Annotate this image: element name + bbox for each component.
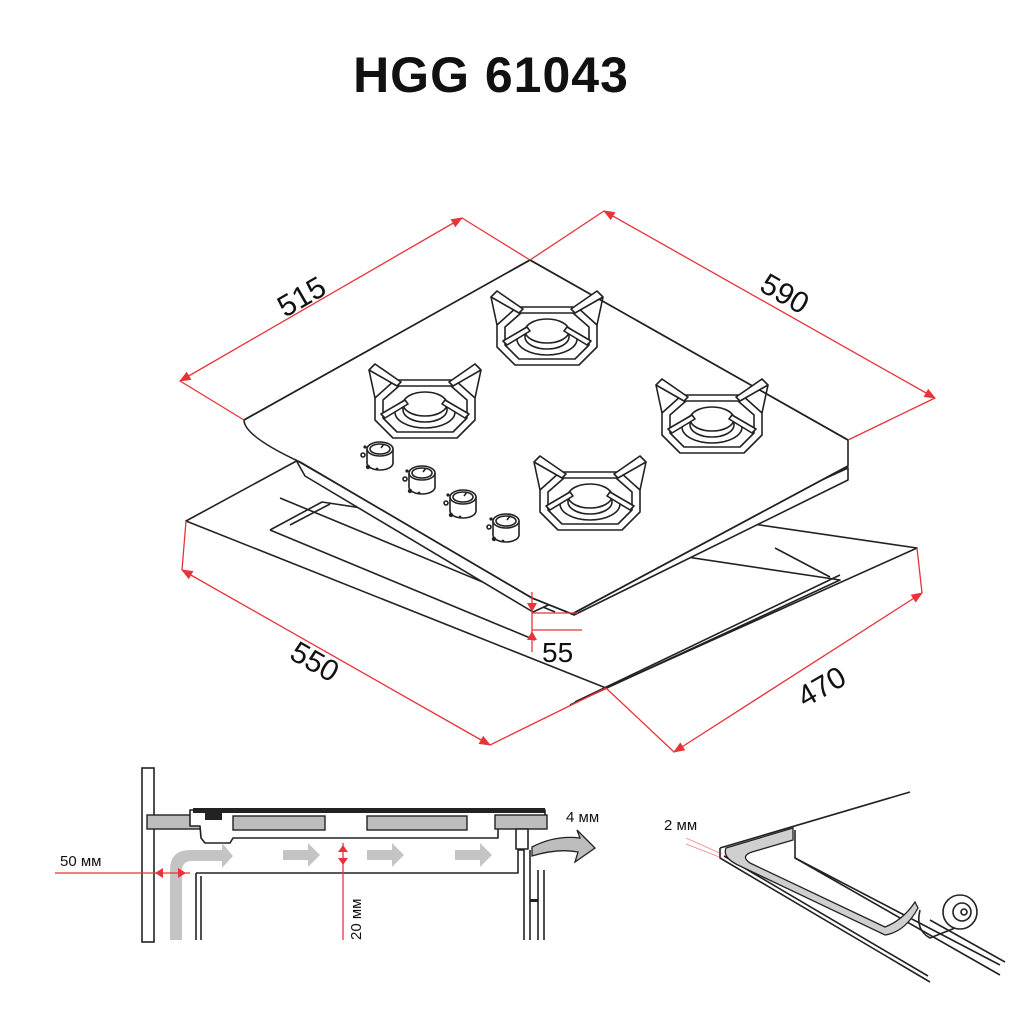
- dimension-470: 470: [605, 547, 923, 753]
- svg-text:550: 550: [285, 635, 345, 689]
- svg-text:4 мм: 4 мм: [566, 809, 599, 826]
- svg-text:20 мм: 20 мм: [348, 899, 365, 940]
- model-title: HGG 61043: [353, 47, 629, 103]
- seal-view: 2 мм: [664, 791, 1006, 983]
- svg-text:470: 470: [792, 660, 852, 714]
- svg-text:515: 515: [272, 270, 332, 324]
- section-view: 50 мм 20 мм 4 мм: [55, 767, 599, 943]
- svg-text:590: 590: [755, 267, 815, 321]
- svg-text:55: 55: [542, 637, 573, 668]
- dimension-55: 55: [527, 592, 582, 668]
- svg-text:2 мм: 2 мм: [664, 817, 697, 834]
- svg-text:50 мм: 50 мм: [60, 853, 101, 870]
